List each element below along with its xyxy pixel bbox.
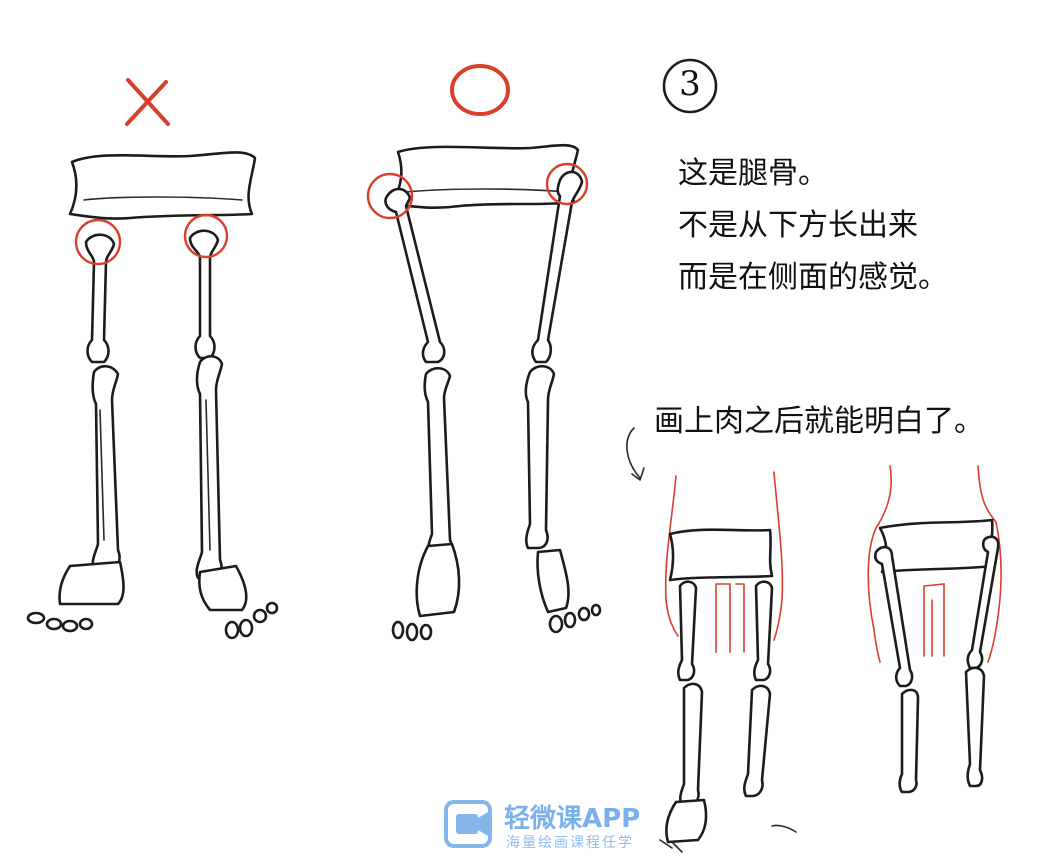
note-line-3: 而是在侧面的感觉。 <box>678 260 948 295</box>
step-circle-icon <box>662 58 718 114</box>
flesh-example-side <box>867 465 1002 794</box>
wrong-joint-highlight-left <box>74 218 122 266</box>
pelvis-bone <box>68 151 257 220</box>
arrow-icon <box>626 427 645 481</box>
correct-mark-icon <box>450 64 510 116</box>
watermark-logo-icon <box>444 800 492 848</box>
watermark-subtitle: 海量绘画课程任学 <box>506 835 634 851</box>
wrong-joint-highlight-right <box>183 213 229 259</box>
correct-joint-highlight-right <box>545 162 589 206</box>
watermark: 轻微课APP 海量绘画课程任学 <box>444 796 644 856</box>
wrong-mark-icon <box>125 78 170 126</box>
wrong-example <box>26 78 279 640</box>
pelvis-bone <box>390 143 580 210</box>
note-line-2: 不是从下方长出来 <box>678 208 918 243</box>
watermark-title: 轻微课APP <box>504 804 641 834</box>
note-line-1: 这是腿骨。 <box>678 156 828 191</box>
correct-example <box>366 64 602 642</box>
step-number-text: 3 <box>679 64 701 104</box>
bone-explanation: 这是腿骨。 不是从下方长出来 而是在侧面的感觉。 <box>678 148 948 304</box>
flesh-note: 画上肉之后就能明白了。 <box>654 404 984 439</box>
correct-joint-highlight-left <box>366 172 414 220</box>
flesh-example-front <box>659 471 797 853</box>
step-number: 3 <box>662 58 718 114</box>
